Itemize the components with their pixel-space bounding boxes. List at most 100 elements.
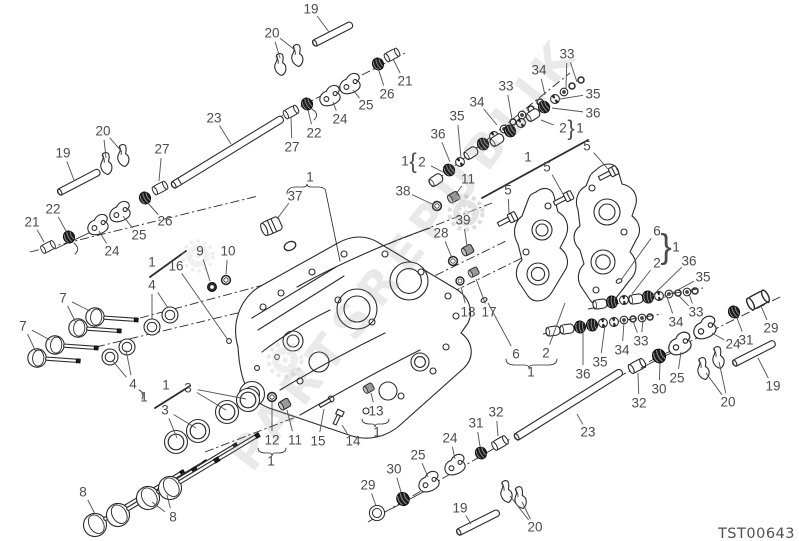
callout-6: 6	[653, 224, 661, 239]
leader-line	[392, 58, 401, 74]
leader-line	[660, 280, 695, 300]
leader-line	[477, 431, 481, 447]
callout-13: 13	[368, 404, 383, 419]
callout-8: 8	[169, 510, 177, 525]
callout-2: 2	[542, 346, 550, 361]
callout-36: 36	[430, 127, 445, 142]
callout-25: 25	[358, 98, 373, 113]
callout-35: 35	[585, 87, 600, 102]
callout-11: 11	[461, 172, 475, 187]
leader-line	[109, 137, 123, 153]
callout-1: 1	[524, 150, 532, 165]
callout-34: 34	[531, 63, 547, 78]
leader-line	[316, 15, 330, 33]
leader-line	[649, 266, 683, 299]
callout-21: 21	[397, 74, 412, 89]
leader-line	[319, 408, 325, 433]
leader-line	[111, 359, 127, 378]
cylinder-head-drawing	[226, 227, 472, 439]
leader-line	[57, 216, 67, 232]
callout-1: 1	[306, 170, 314, 185]
callout-20: 20	[264, 26, 279, 41]
leader-line	[103, 139, 107, 159]
callout-32: 32	[631, 396, 646, 411]
callout-36: 36	[575, 367, 590, 382]
callout-37: 37	[287, 189, 302, 204]
leader-line	[464, 228, 468, 247]
leader-line	[507, 198, 510, 216]
leader-line	[451, 446, 456, 460]
leader-line	[98, 230, 108, 244]
callout-7: 7	[59, 291, 67, 306]
leader-line	[641, 318, 644, 333]
leader-line	[411, 194, 433, 205]
leader-line	[332, 101, 337, 111]
leader-line	[496, 420, 499, 437]
leader-line	[173, 414, 197, 429]
callout-27: 27	[284, 140, 299, 155]
callout-25: 25	[410, 448, 425, 463]
callout-22: 22	[45, 202, 60, 217]
leader-line	[151, 501, 166, 513]
leader-line	[31, 329, 51, 341]
callout-1: 1	[267, 454, 275, 469]
leader-line	[396, 477, 402, 493]
leader-line	[274, 41, 281, 59]
leader-line	[430, 165, 444, 173]
callout-9: 9	[196, 244, 204, 259]
leader-line	[370, 392, 374, 403]
callout-3: 3	[184, 381, 192, 396]
callout-}: }	[660, 228, 671, 266]
callout-36: 36	[585, 106, 600, 121]
callout-35: 35	[592, 355, 607, 370]
callout-16: 16	[168, 259, 183, 274]
leader-line	[371, 493, 377, 507]
leader-line	[593, 152, 609, 170]
callout-33: 33	[498, 79, 513, 94]
callout-24: 24	[725, 337, 741, 352]
leader-line	[290, 116, 293, 139]
callout-33: 33	[559, 47, 574, 62]
leader-line	[225, 259, 228, 275]
callout-21: 21	[24, 215, 39, 230]
leader-line	[509, 495, 530, 521]
leader-line	[637, 372, 640, 395]
callout-20: 20	[95, 124, 110, 139]
callout-}: }	[567, 116, 574, 141]
callout-2: 2	[653, 256, 661, 271]
leader-line	[122, 215, 133, 229]
rocker-assembly-right	[513, 288, 776, 441]
callout-23: 23	[580, 425, 595, 440]
callout-34: 34	[668, 315, 684, 330]
leader-line	[196, 392, 227, 411]
leader-line	[286, 409, 293, 432]
callout-34: 34	[614, 343, 630, 358]
rocker-assembly-top-left	[39, 115, 284, 255]
leader-line	[146, 201, 159, 215]
callout-32: 32	[488, 405, 503, 420]
callout-36: 36	[681, 254, 696, 269]
leader-line	[168, 418, 178, 439]
leader-line	[457, 124, 462, 159]
callout-17: 17	[481, 305, 496, 320]
callout-14: 14	[345, 434, 361, 449]
leader-line	[631, 269, 652, 295]
callout-7: 7	[19, 319, 27, 334]
callout-labels: 1920212224252627231920272224252621363534…	[19, 2, 780, 535]
leader-line	[507, 94, 513, 120]
leader-line	[197, 389, 247, 400]
callout-29: 29	[360, 478, 375, 493]
callout-1: 1	[401, 154, 409, 169]
leader-line	[569, 62, 578, 83]
leader-line	[307, 109, 312, 125]
leader-line	[620, 238, 652, 281]
callout-33: 33	[633, 334, 648, 349]
leader-line	[718, 361, 727, 394]
leader-line	[441, 142, 451, 163]
callout-3: 3	[161, 403, 169, 418]
camshaft-bearing-plates	[480, 163, 641, 307]
leader-line	[455, 185, 463, 195]
leader-line	[711, 332, 725, 341]
leader-line	[632, 320, 638, 333]
